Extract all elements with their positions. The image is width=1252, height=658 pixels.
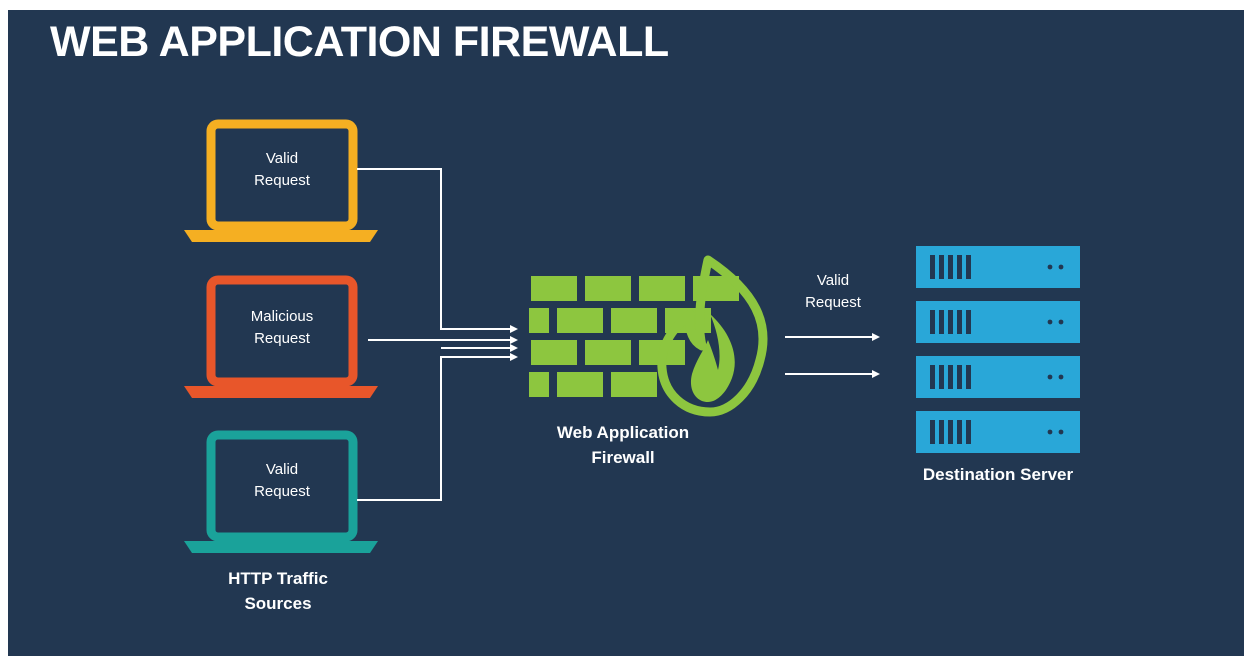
laptop-label-malicious: Malicious Request bbox=[238, 306, 326, 350]
forward-arrows bbox=[785, 333, 880, 378]
server-vent-slot bbox=[939, 310, 944, 334]
server-rack-icon bbox=[916, 246, 1080, 453]
request-connectors bbox=[357, 168, 518, 501]
server-vent-slot bbox=[957, 310, 962, 334]
server-vent-slot bbox=[939, 255, 944, 279]
laptop-label-valid-top: Valid Request bbox=[238, 148, 326, 192]
slide-title: WEB APPLICATION FIREWALL bbox=[50, 18, 669, 66]
server-unit bbox=[916, 356, 1080, 398]
diagram-slide: WEB APPLICATION FIREWALL bbox=[8, 10, 1244, 656]
server-vent-slot bbox=[930, 365, 935, 389]
server-vent-slot bbox=[957, 255, 962, 279]
laptop-label-valid-bottom: Valid Request bbox=[238, 459, 326, 503]
server-indicator-light bbox=[1047, 429, 1053, 435]
diagram-canvas bbox=[184, 119, 1080, 553]
server-indicator-light bbox=[1058, 429, 1064, 435]
forwarded-request-label: Valid Request bbox=[805, 272, 861, 311]
server-vent-slot bbox=[966, 365, 971, 389]
server-vent-slot bbox=[930, 255, 935, 279]
destination-caption: Destination Server bbox=[922, 465, 1074, 484]
server-vent-slot bbox=[930, 420, 935, 444]
server-vent-slot bbox=[948, 255, 953, 279]
server-vent-slot bbox=[948, 420, 953, 444]
server-unit bbox=[916, 301, 1080, 343]
server-vent-slot bbox=[948, 365, 953, 389]
server-unit bbox=[916, 411, 1080, 453]
flame-icon bbox=[657, 255, 768, 417]
server-unit bbox=[916, 246, 1080, 288]
brick-wall-icon bbox=[529, 276, 739, 397]
connector-line bbox=[357, 353, 518, 501]
request-text: Request bbox=[254, 172, 310, 189]
request-type-text: Malicious bbox=[250, 308, 314, 325]
server-indicator-light bbox=[1047, 374, 1053, 380]
server-vent-slot bbox=[939, 365, 944, 389]
laptop-icon bbox=[184, 119, 378, 242]
server-vent-slot bbox=[939, 420, 944, 444]
server-indicator-light bbox=[1058, 264, 1064, 270]
laptop-icon bbox=[184, 430, 378, 553]
server-indicator-light bbox=[1047, 319, 1053, 325]
request-text: Request bbox=[254, 483, 310, 500]
server-indicator-light bbox=[1058, 374, 1064, 380]
connector-line bbox=[357, 168, 518, 333]
server-vent-slot bbox=[948, 310, 953, 334]
server-vent-slot bbox=[966, 255, 971, 279]
firewall-caption: Web Application Firewall bbox=[556, 423, 690, 467]
server-vent-slot bbox=[957, 365, 962, 389]
server-indicator-light bbox=[1058, 319, 1064, 325]
sources-caption: HTTP Traffic Sources bbox=[228, 569, 328, 613]
server-vent-slot bbox=[957, 420, 962, 444]
server-vent-slot bbox=[966, 420, 971, 444]
server-vent-slot bbox=[930, 310, 935, 334]
server-vent-slot bbox=[966, 310, 971, 334]
request-text: Request bbox=[254, 330, 310, 347]
request-type-text: Valid bbox=[265, 461, 299, 478]
laptop-icon bbox=[184, 275, 378, 398]
server-indicator-light bbox=[1047, 264, 1053, 270]
request-type-text: Valid bbox=[265, 150, 299, 167]
